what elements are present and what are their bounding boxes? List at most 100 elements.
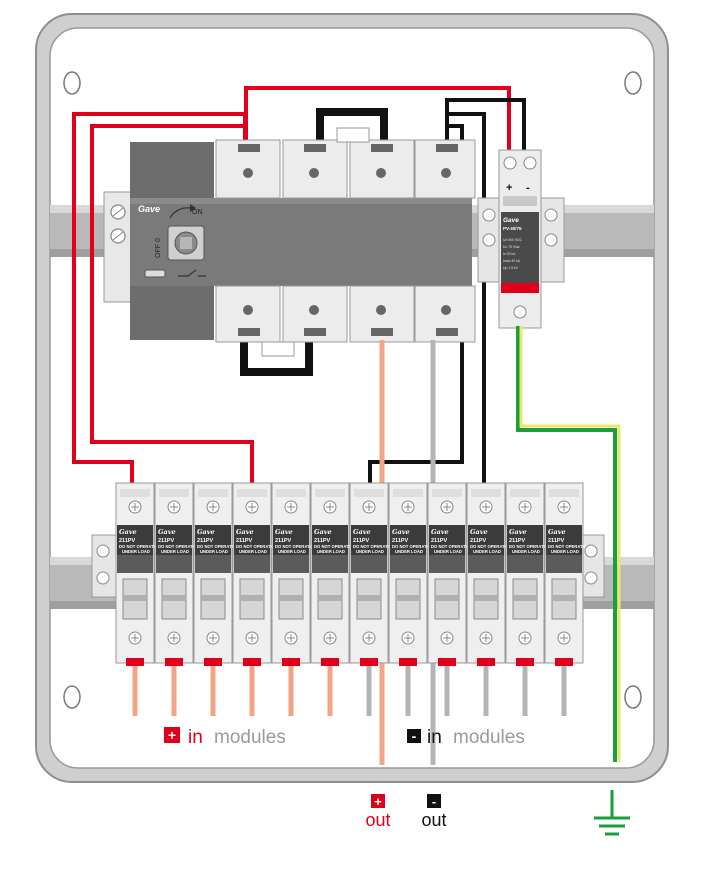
fuse-model: 211PV bbox=[197, 538, 214, 544]
isolator-off-label: OFF 0 bbox=[155, 238, 162, 258]
earth-wire bbox=[516, 326, 621, 762]
fuse-brand: Gave bbox=[314, 528, 332, 536]
fuse-brand: Gave bbox=[509, 528, 527, 536]
fuse-model: 211PV bbox=[158, 538, 175, 544]
surge-protection-device: + - Gave PV-40/75 Un 500 VDC Uc 75 V/ac … bbox=[477, 149, 565, 329]
fuse-cable-gland bbox=[165, 658, 183, 666]
fuse-cable-gland bbox=[126, 658, 144, 666]
fuse-cable-gland bbox=[555, 658, 573, 666]
positive-in-plus-symbol: + bbox=[168, 727, 176, 743]
fuse-cable-gland bbox=[360, 658, 378, 666]
spd-spec-in: In 20 kA bbox=[503, 252, 516, 256]
fuse-brand: Gave bbox=[548, 528, 566, 536]
fuse-cable-gland bbox=[204, 658, 222, 666]
positive-out-label: out bbox=[365, 810, 390, 830]
screw-icon bbox=[624, 71, 642, 95]
screw-icon bbox=[96, 571, 110, 585]
fuse-warning: DO NOT OPERATE bbox=[353, 544, 391, 549]
fuse-model: 211PV bbox=[509, 538, 526, 544]
fuse-warning: DO NOT OPERATE bbox=[158, 544, 196, 549]
fuse-brand: Gave bbox=[431, 528, 449, 536]
spd-model: PV-40/75 bbox=[503, 226, 522, 231]
fuse-brand: Gave bbox=[275, 528, 293, 536]
plus-box-icon bbox=[164, 727, 180, 743]
fuse-warning: DO NOT OPERATE bbox=[236, 544, 274, 549]
screw-icon bbox=[584, 544, 598, 558]
screw-icon bbox=[482, 233, 496, 247]
negative-out-legend: - out bbox=[421, 794, 447, 830]
isolator-top-terminals bbox=[215, 127, 476, 199]
negative-in-legend: - in modules bbox=[407, 727, 525, 748]
fuse-warning: DO NOT OPERATE bbox=[197, 544, 235, 549]
fuse-cable-gland bbox=[477, 658, 495, 666]
fuse-warning: UNDER LOAD bbox=[278, 549, 306, 554]
isolator-brackets bbox=[240, 108, 388, 376]
fuse-model: 211PV bbox=[119, 538, 136, 544]
isolator-brand: Gave bbox=[138, 204, 160, 214]
spd-plus-label: + bbox=[506, 182, 512, 194]
spd-spec-uc: Uc 75 V/ac bbox=[503, 245, 520, 249]
positive-in-modules-label: modules bbox=[214, 727, 286, 748]
spd-status-indicator bbox=[501, 283, 539, 293]
positive-out-legend: + out bbox=[365, 794, 391, 830]
fuse-model: 211PV bbox=[470, 538, 487, 544]
fuse-warning: DO NOT OPERATE bbox=[470, 544, 508, 549]
fuse-cable-gland bbox=[321, 658, 339, 666]
screw-icon bbox=[584, 571, 598, 585]
fuse-model: 211PV bbox=[431, 538, 448, 544]
dc-isolator-switch: ON OFF 0 Gave bbox=[103, 127, 476, 357]
fuse-cable-gland bbox=[438, 658, 456, 666]
ground-icon bbox=[594, 790, 630, 836]
fuse-warning: DO NOT OPERATE bbox=[275, 544, 313, 549]
fuse-warning: UNDER LOAD bbox=[551, 549, 579, 554]
negative-out-minus-symbol: - bbox=[432, 794, 436, 809]
fuse-brand: Gave bbox=[197, 528, 215, 536]
fuse-brand: Gave bbox=[158, 528, 176, 536]
fuse-warning: DO NOT OPERATE bbox=[509, 544, 547, 549]
minus-box-icon bbox=[427, 794, 441, 808]
screw-icon bbox=[96, 544, 110, 558]
fuse-model: 211PV bbox=[275, 538, 292, 544]
negative-in-modules-label: modules bbox=[453, 727, 525, 748]
module-cables bbox=[132, 666, 567, 716]
plus-box-icon bbox=[371, 794, 385, 808]
positive-out-plus-symbol: + bbox=[374, 794, 382, 809]
positive-in-legend: + in modules bbox=[164, 727, 286, 748]
spd-spec-up: Up 1.5 kV bbox=[503, 266, 519, 270]
fuse-warning: UNDER LOAD bbox=[122, 549, 150, 554]
fuse-brand: Gave bbox=[119, 528, 137, 536]
spd-minus-label: - bbox=[526, 182, 530, 194]
minus-box-icon bbox=[407, 729, 421, 743]
spd-spec-imax: Imax 40 kA bbox=[503, 259, 521, 263]
screw-icon bbox=[63, 685, 81, 709]
fuse-warning: DO NOT OPERATE bbox=[119, 544, 157, 549]
fuse-cable-gland bbox=[282, 658, 300, 666]
switch-symbol-icon bbox=[178, 269, 206, 277]
fuse-brand: Gave bbox=[470, 528, 488, 536]
negative-in-minus-symbol: - bbox=[412, 728, 417, 744]
fuse-model: 211PV bbox=[236, 538, 253, 544]
fuse-brand: Gave bbox=[353, 528, 371, 536]
negative-in-label: in bbox=[427, 727, 442, 748]
rotation-arrow-icon bbox=[169, 207, 191, 219]
screw-icon bbox=[482, 208, 496, 222]
spd-spec-un: Un 500 VDC bbox=[503, 238, 523, 242]
fuse-warning: UNDER LOAD bbox=[317, 549, 345, 554]
isolator-bottom-terminals bbox=[215, 285, 476, 357]
fuse-warning: DO NOT OPERATE bbox=[548, 544, 586, 549]
fuse-model: 211PV bbox=[353, 538, 370, 544]
fuse-cable-gland bbox=[243, 658, 261, 666]
fuse-warning: UNDER LOAD bbox=[356, 549, 384, 554]
isolator-lock-slot bbox=[144, 269, 166, 278]
fuse-brand: Gave bbox=[392, 528, 410, 536]
